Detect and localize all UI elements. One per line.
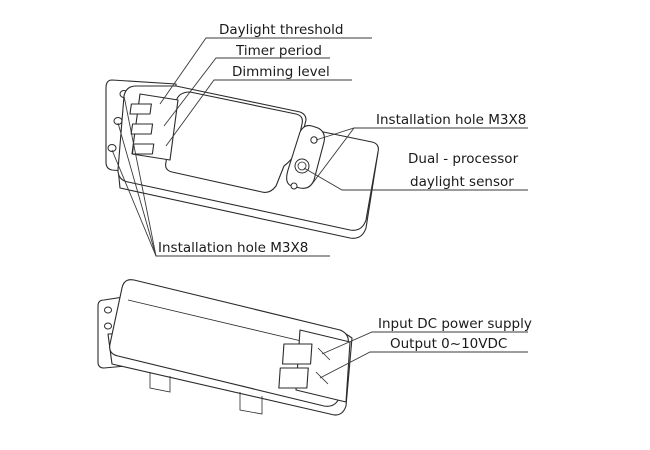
label-dimming-level: Dimming level <box>232 64 330 80</box>
leader-daylight-threshold <box>159 37 372 105</box>
callout-labels: Daylight threshold Timer period Dimming … <box>158 22 532 352</box>
flange-hole-3 <box>107 144 117 152</box>
leader-dimming-level <box>165 79 352 147</box>
label-installation-hole-right: Installation hole M3X8 <box>376 112 526 128</box>
leader-input-dc <box>321 331 528 355</box>
leader-sensor <box>303 167 528 191</box>
top-device <box>105 79 379 239</box>
label-sensor-line2: daylight sensor <box>410 174 514 190</box>
label-installation-hole-left: Installation hole M3X8 <box>158 240 308 256</box>
dip-switch-block <box>129 93 179 161</box>
label-daylight-threshold: Daylight threshold <box>219 22 343 38</box>
bottom-flange-hole-1 <box>104 306 112 314</box>
leader-lines <box>111 37 528 379</box>
label-output: Output 0~10VDC <box>390 336 507 352</box>
label-sensor-line1: Dual - processor <box>408 151 519 167</box>
label-timer-period: Timer period <box>235 43 322 59</box>
sensor-lens <box>294 158 310 174</box>
label-input-dc: Input DC power supply <box>378 316 532 332</box>
bottom-flange-hole-2 <box>104 322 112 330</box>
leader-timer-period <box>163 57 330 127</box>
leader-output <box>319 351 528 379</box>
leader-installation-hole-right <box>315 127 528 141</box>
bottom-device <box>97 279 353 416</box>
